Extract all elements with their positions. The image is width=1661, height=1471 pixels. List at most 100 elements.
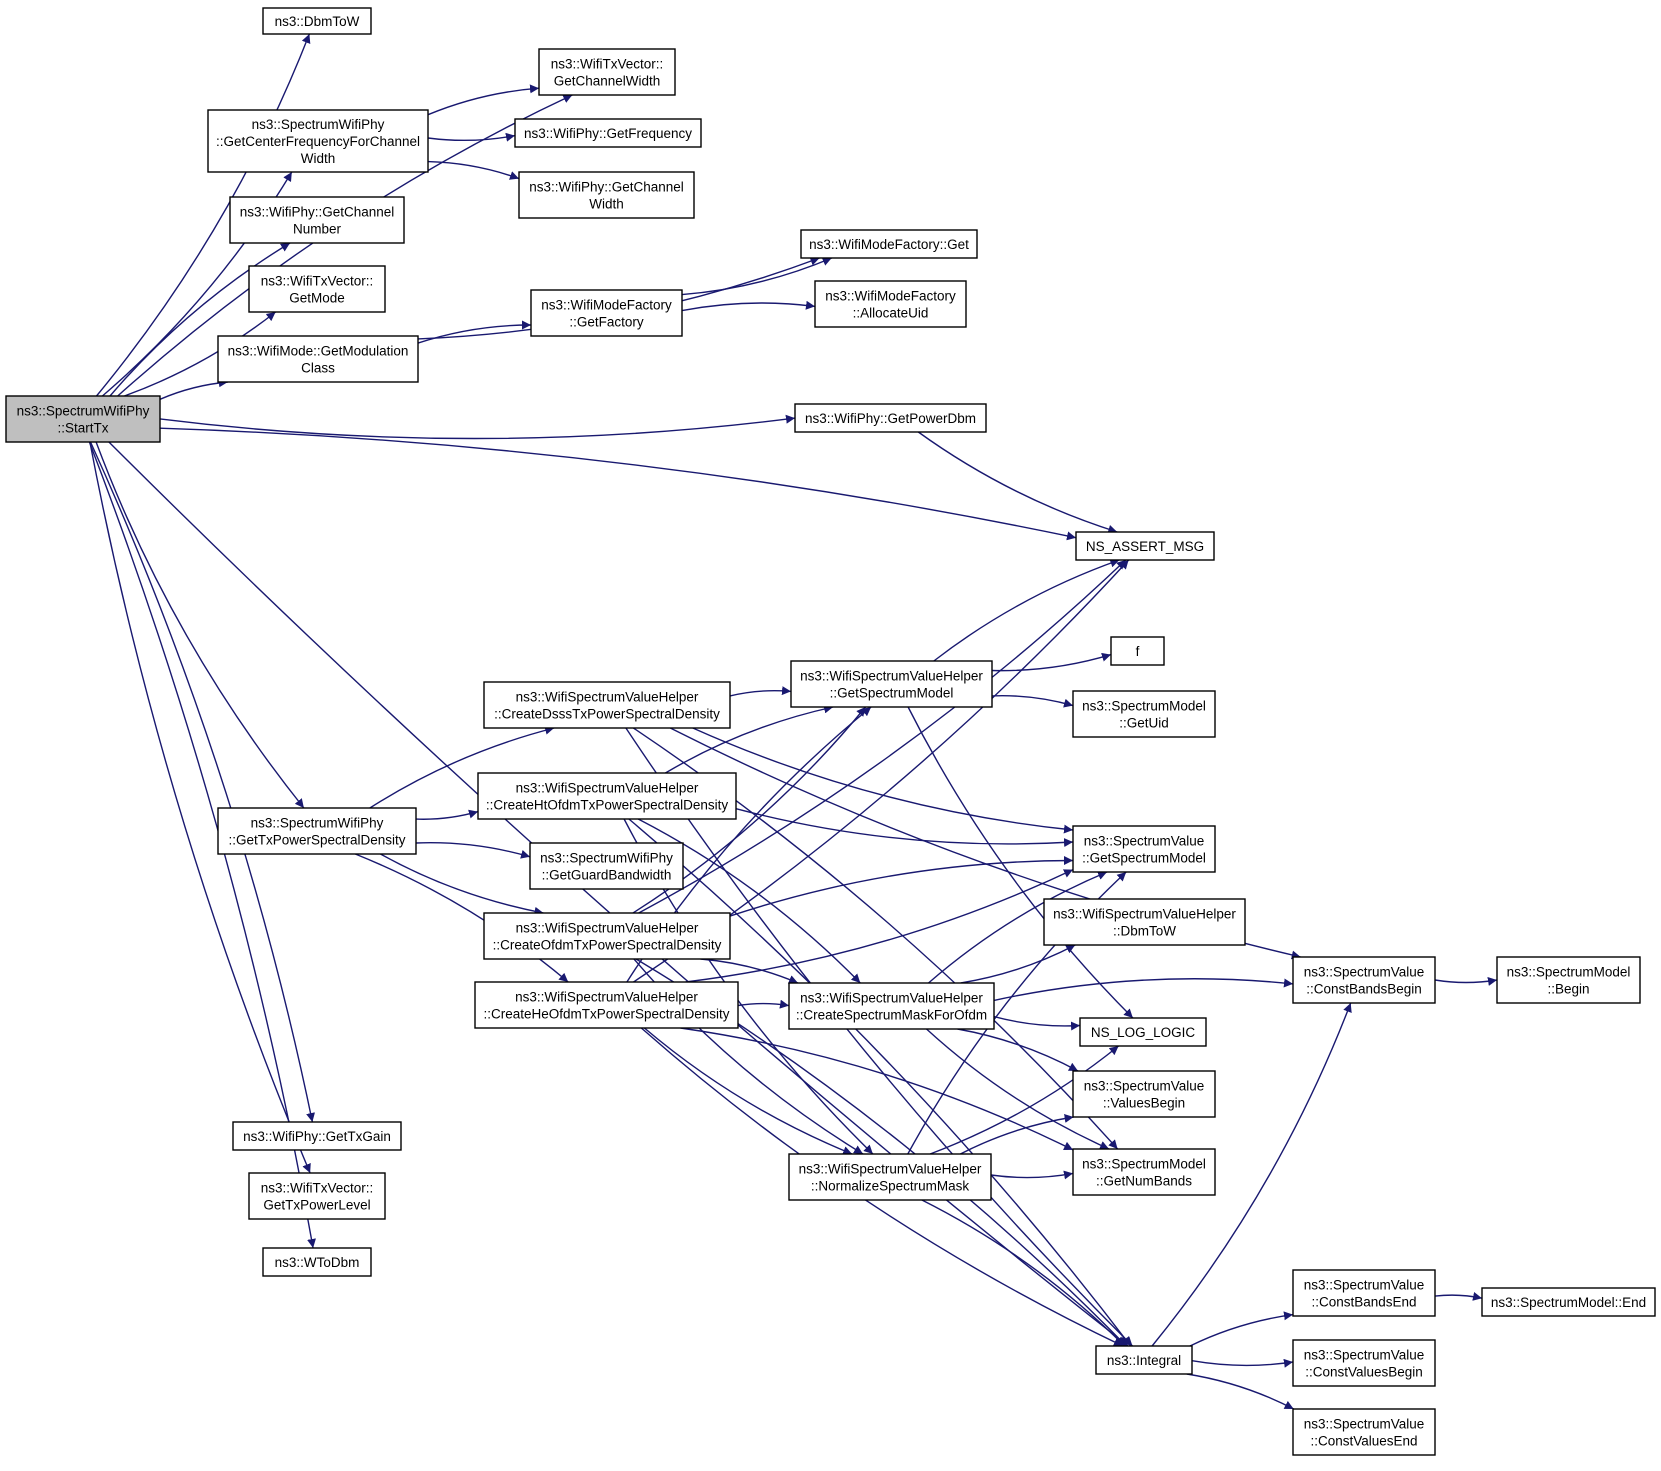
node-label: ns3::WifiPhy::GetChannel	[529, 179, 684, 194]
edge-create-mask-to-values-begin	[957, 1028, 1079, 1072]
node-box	[529, 842, 684, 890]
edge-start-tx-to-get-mode	[124, 311, 277, 397]
edge-create-mask-to-get-num-bands	[926, 1028, 1110, 1150]
node-label: ::ConstValuesEnd	[1310, 1433, 1417, 1448]
edge-start-tx-to-ns-assert-msg	[159, 427, 1077, 541]
node-sm-get-uid[interactable]: ns3::SpectrumModel::GetUid	[1072, 690, 1216, 738]
node-create-dsss[interactable]: ns3::WifiSpectrumValueHelper::CreateDsss…	[483, 681, 731, 729]
node-label: ns3::WifiPhy::GetPowerDbm	[805, 411, 976, 426]
node-get-mode[interactable]: ns3::WifiTxVector::GetMode	[248, 265, 386, 313]
node-allocate-uid[interactable]: ns3::WifiModeFactory::AllocateUid	[814, 280, 967, 328]
edge-start-tx-to-dbm-to-w	[95, 33, 311, 397]
edge-normalize-mask-to-ns-log-logic	[929, 1045, 1120, 1155]
node-create-ofdm[interactable]: ns3::WifiSpectrumValueHelper::CreateOfdm…	[483, 912, 731, 960]
node-box	[262, 1247, 372, 1277]
node-sm-end[interactable]: ns3::SpectrumModel::End	[1481, 1287, 1656, 1317]
node-label: ns3::WifiSpectrumValueHelper	[515, 989, 698, 1004]
node-get-channel-width-phy[interactable]: ns3::WifiPhy::GetChannelWidth	[518, 171, 695, 219]
node-label: ::DbmToW	[1113, 923, 1176, 938]
node-label: ::CreateSpectrumMaskForOfdm	[796, 1007, 987, 1022]
node-label: ns3::DbmToW	[275, 14, 360, 29]
node-box	[790, 660, 993, 708]
edge-integral-to-const-values-begin	[1191, 1358, 1294, 1368]
node-label: ::CreateOfdmTxPowerSpectralDensity	[493, 937, 722, 952]
node-label: ns3::WifiSpectrumValueHelper	[800, 990, 983, 1005]
node-get-channel-width-vec[interactable]: ns3::WifiTxVector::GetChannelWidth	[538, 48, 676, 96]
edge-create-ht-ofdm-to-sv-get-spectrum-model	[735, 808, 1074, 848]
edge-create-mask-to-const-bands-begin	[993, 978, 1294, 1002]
node-get-num-bands[interactable]: ns3::SpectrumModel::GetNumBands	[1072, 1148, 1216, 1196]
node-label: ns3::WifiSpectrumValueHelper	[516, 780, 699, 795]
node-label: ::GetTxPowerSpectralDensity	[228, 832, 405, 847]
node-label: ns3::SpectrumValue	[1304, 1347, 1425, 1362]
edge-create-ht-ofdm-to-integral	[628, 818, 1132, 1347]
node-box	[1072, 825, 1216, 873]
node-box	[1292, 956, 1436, 1004]
node-const-values-end[interactable]: ns3::SpectrumValue::ConstValuesEnd	[1292, 1408, 1436, 1456]
node-dbm-to-w[interactable]: ns3::DbmToW	[262, 7, 372, 35]
node-label: Number	[293, 221, 342, 236]
edge-create-ofdm-to-create-mask	[700, 958, 799, 984]
node-label: ns3::WifiPhy::GetFrequency	[524, 126, 692, 141]
edge-create-ofdm-to-sv-get-spectrum-model	[729, 856, 1074, 917]
node-box	[538, 48, 676, 96]
node-values-begin[interactable]: ns3::SpectrumValue::ValuesBegin	[1072, 1070, 1216, 1118]
node-box	[477, 772, 737, 820]
node-label: ::Begin	[1547, 981, 1589, 996]
node-vh-get-spectrum-model[interactable]: ns3::WifiSpectrumValueHelper::GetSpectru…	[790, 660, 993, 708]
node-label: ns3::SpectrumValue	[1084, 1078, 1205, 1093]
node-box	[814, 280, 967, 328]
edge-get-tx-psd-to-create-ht-ofdm	[415, 809, 479, 820]
node-mode-factory-get[interactable]: ns3::WifiModeFactory::Get	[800, 229, 978, 259]
node-label: ns3::WToDbm	[275, 1255, 360, 1270]
node-get-power-dbm[interactable]: ns3::WifiPhy::GetPowerDbm	[794, 403, 987, 433]
node-f[interactable]: f	[1110, 636, 1165, 666]
node-vh-dbm-to-w[interactable]: ns3::WifiSpectrumValueHelper::DbmToW	[1043, 898, 1246, 946]
edge-create-ofdm-to-vh-get-spectrum-model	[632, 706, 867, 914]
node-get-frequency[interactable]: ns3::WifiPhy::GetFrequency	[514, 118, 702, 148]
node-sm-begin[interactable]: ns3::SpectrumModel::Begin	[1496, 956, 1641, 1004]
node-label: ns3::WifiModeFactory	[825, 288, 956, 303]
node-box	[1072, 1148, 1216, 1196]
edge-get-modulation-class-to-get-factory	[417, 320, 532, 344]
node-label: ::StartTx	[57, 420, 108, 435]
node-box	[788, 982, 995, 1030]
node-get-guard-bw[interactable]: ns3::SpectrumWifiPhy::GetGuardBandwidth	[529, 842, 684, 890]
node-get-tx-power-level[interactable]: ns3::WifiTxVector::GetTxPowerLevel	[248, 1172, 386, 1220]
node-normalize-mask[interactable]: ns3::WifiSpectrumValueHelper::NormalizeS…	[788, 1153, 992, 1201]
node-get-tx-gain[interactable]: ns3::WifiPhy::GetTxGain	[232, 1121, 402, 1151]
node-integral[interactable]: ns3::Integral	[1095, 1345, 1193, 1375]
node-ns-log-logic[interactable]: NS_LOG_LOGIC	[1079, 1017, 1207, 1047]
node-const-bands-end[interactable]: ns3::SpectrumValue::ConstBandsEnd	[1292, 1269, 1436, 1317]
node-label: ns3::SpectrumWifiPhy	[540, 850, 673, 865]
node-const-bands-begin[interactable]: ns3::SpectrumValue::ConstBandsBegin	[1292, 956, 1436, 1004]
node-create-ht-ofdm[interactable]: ns3::WifiSpectrumValueHelper::CreateHtOf…	[477, 772, 737, 820]
node-get-factory[interactable]: ns3::WifiModeFactory::GetFactory	[530, 289, 683, 337]
edge-create-dsss-to-sv-get-spectrum-model	[692, 727, 1074, 834]
node-label: ns3::WifiSpectrumValueHelper	[516, 920, 699, 935]
edge-create-dsss-to-vh-get-spectrum-model	[729, 686, 792, 697]
node-const-values-begin[interactable]: ns3::SpectrumValue::ConstValuesBegin	[1292, 1339, 1436, 1387]
node-ns-assert-msg[interactable]: NS_ASSERT_MSG	[1075, 531, 1215, 561]
node-box	[514, 118, 702, 148]
edge-create-mask-to-sv-get-spectrum-model	[928, 871, 1108, 984]
node-create-mask[interactable]: ns3::WifiSpectrumValueHelper::CreateSpec…	[788, 982, 995, 1030]
node-create-he-ofdm[interactable]: ns3::WifiSpectrumValueHelper::CreateHeOf…	[474, 981, 739, 1029]
node-w-to-dbm[interactable]: ns3::WToDbm	[262, 1247, 372, 1277]
node-label: NS_ASSERT_MSG	[1086, 539, 1204, 554]
edge-normalize-mask-to-values-begin	[960, 1113, 1074, 1155]
node-label: ns3::WifiSpectrumValueHelper	[516, 689, 699, 704]
node-get-tx-psd[interactable]: ns3::SpectrumWifiPhy::GetTxPowerSpectral…	[217, 807, 417, 855]
edge-vh-get-spectrum-model-to-f	[991, 652, 1112, 672]
node-box	[788, 1153, 992, 1201]
node-box	[5, 395, 161, 443]
node-sv-get-spectrum-model[interactable]: ns3::SpectrumValue::GetSpectrumModel	[1072, 825, 1216, 873]
edge-get-tx-psd-to-get-guard-bw	[415, 842, 531, 859]
edge-create-ofdm-to-ns-assert-msg	[638, 559, 1127, 914]
node-label: ::ValuesBegin	[1103, 1095, 1185, 1110]
node-start-tx[interactable]: ns3::SpectrumWifiPhy::StartTx	[5, 395, 161, 443]
node-get-center-freq[interactable]: ns3::SpectrumWifiPhy::GetCenterFrequency…	[207, 109, 429, 173]
